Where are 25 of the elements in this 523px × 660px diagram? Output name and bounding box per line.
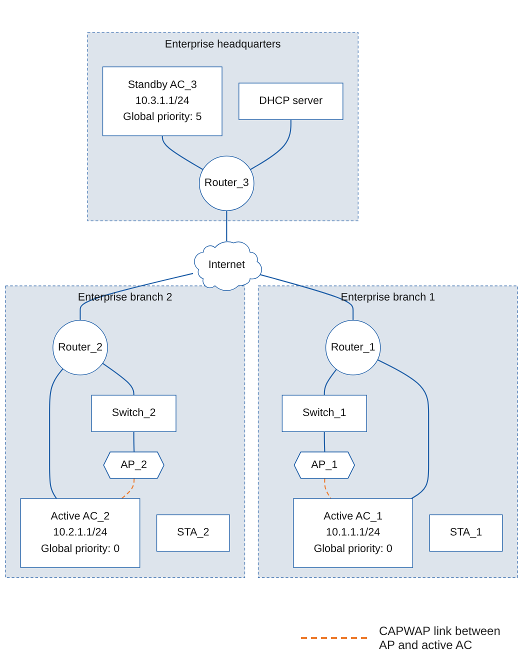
connector [260,274,354,320]
node-box: DHCP server [238,82,344,120]
connector [377,359,430,500]
node-box: Switch_2 [91,394,176,432]
node-circle: Router_3 [199,156,254,211]
node-box: Standby AC_3 10.3.1.1/24 Global priority: 5 [102,66,222,136]
connector [80,272,194,320]
legend-text: CAPWAP link between AP and active AC [379,624,502,652]
connector [324,432,326,452]
connector [121,478,135,499]
node-box: Switch_1 [282,394,367,432]
connector [324,478,332,499]
connector [250,120,292,170]
node-box: STA_2 [156,514,230,552]
node-circle: Router_2 [52,320,108,376]
connector [324,368,337,396]
connector [49,368,64,499]
node-circle: Router_1 [325,320,381,376]
node-box: Active AC_2 10.2.1.1/24 Global priority: 0 [20,498,140,568]
connector [133,432,135,452]
connector [226,210,228,242]
node-box: Active AC_1 10.1.1.1/24 Global priority: 0 [293,498,414,568]
connector [102,362,134,396]
connector [162,136,204,170]
node-box: STA_1 [429,514,503,552]
